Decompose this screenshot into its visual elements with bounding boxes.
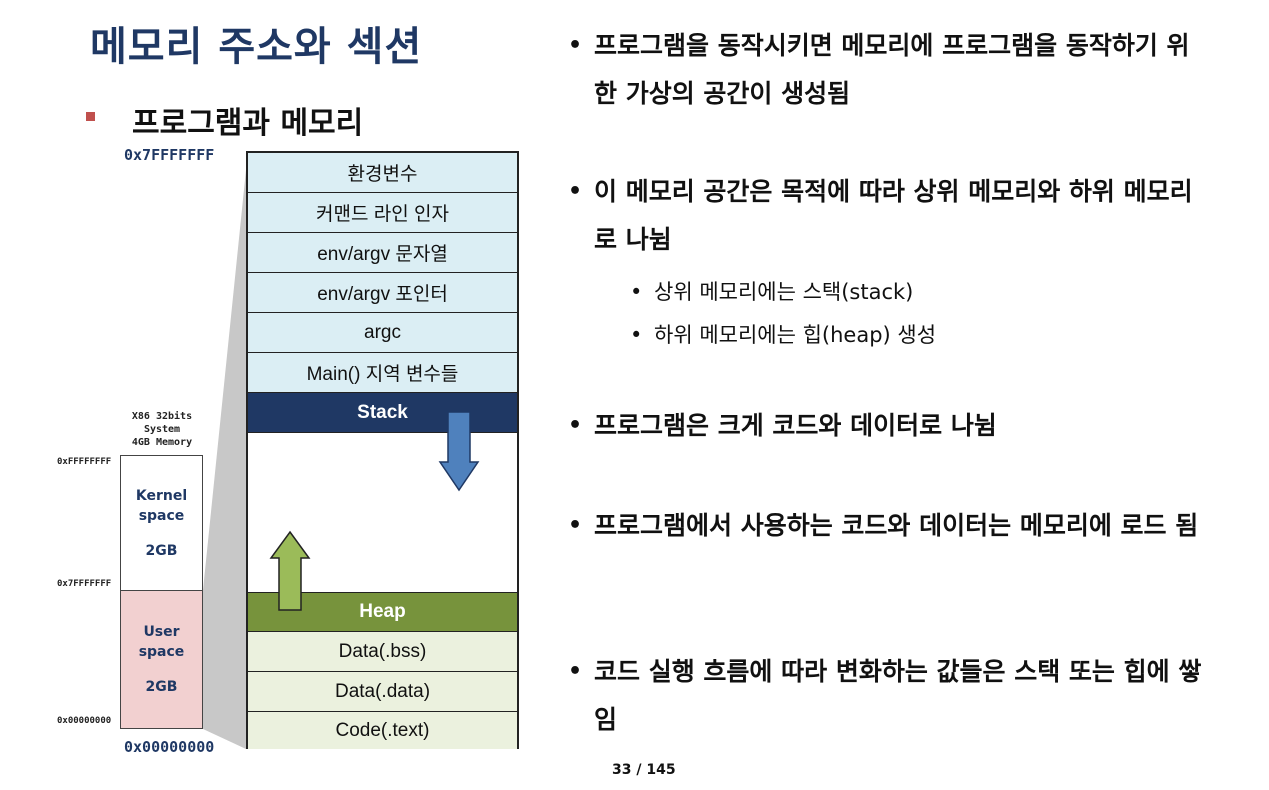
memory-section-cmdline: 커맨드 라인 인자 [248,193,517,233]
bullet-dot-icon: • [568,413,583,438]
bullet-dot-icon: • [568,513,583,538]
bullet-dot-icon: • [568,659,583,684]
memory-layout: 환경변수 커맨드 라인 인자 env/argv 문자열 env/argv 포인터… [246,151,519,749]
system-address-mid: 0x7FFFFFFF [57,579,112,589]
memory-section-env: 환경변수 [248,153,517,193]
bullet-dot-icon: • [568,179,583,204]
bullet-dot-icon: • [568,33,583,58]
memory-section-data: Data(.data) [248,672,517,712]
subtitle-bullet-icon [86,112,95,121]
kernel-space: Kernel space 2GB [121,456,202,591]
sub-bullet-item: •상위 메모리에는 스택(stack) [630,280,914,304]
system-address-top: 0xFFFFFFFF [57,457,112,467]
address-bottom: 0x00000000 [124,738,215,756]
address-top: 0x7FFFFFFF [124,146,215,164]
heap-growth-arrow-icon [269,530,311,611]
sub-bullet-dot-icon: • [630,323,643,347]
memory-section-env-pointers: env/argv 포인터 [248,273,517,313]
memory-section-argc: argc [248,313,517,353]
memory-section-env-strings: env/argv 문자열 [248,233,517,273]
memory-section-stack: Stack [248,393,517,433]
stack-growth-arrow-icon [438,411,480,492]
memory-section-code: Code(.text) [248,712,517,749]
slide-subtitle: 프로그램과 메모리 [132,106,364,141]
system-address-bottom: 0x00000000 [57,716,112,726]
system-memory-box: Kernel space 2GB User space 2GB [120,455,203,729]
slide-title: 메모리 주소와 섹션 [90,24,423,70]
page-number: 33 / 145 [612,762,676,778]
system-label: X86 32bits System 4GB Memory [131,411,193,448]
sub-bullet-item: •하위 메모리에는 힙(heap) 생성 [630,323,937,347]
memory-section-main-locals: Main() 지역 변수들 [248,353,517,393]
sub-bullet-dot-icon: • [630,280,643,304]
user-space: User space 2GB [121,591,202,728]
memory-section-bss: Data(.bss) [248,632,517,672]
